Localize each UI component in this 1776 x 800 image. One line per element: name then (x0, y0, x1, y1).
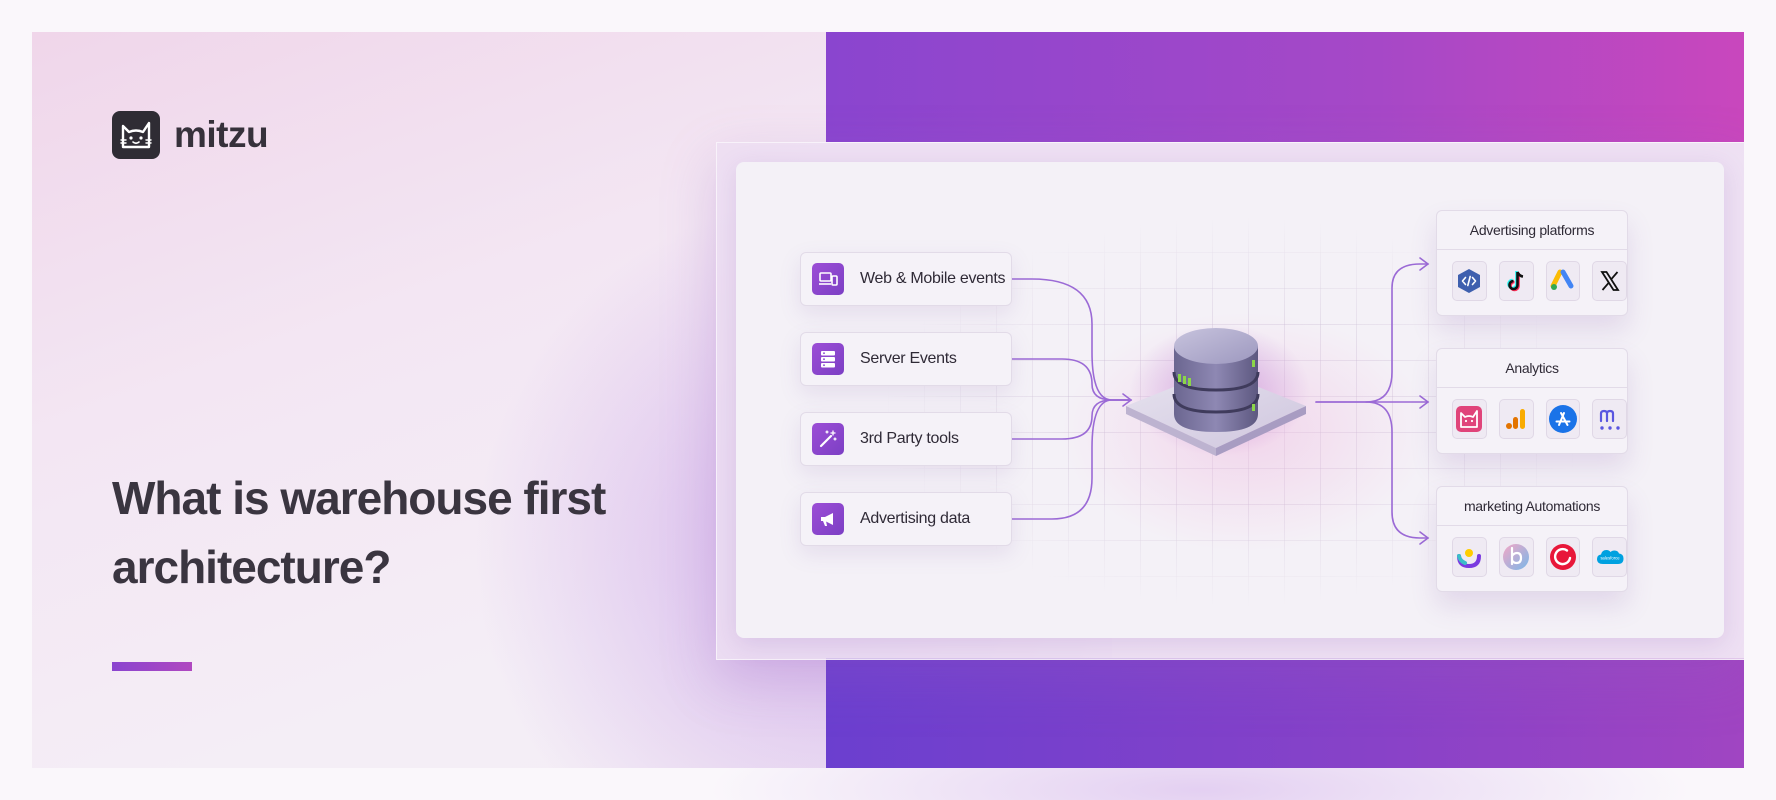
dest-title: Advertising platforms (1437, 211, 1627, 250)
svg-text:salesforce: salesforce (1600, 556, 1620, 561)
connector-lines (1011, 257, 1430, 545)
dest-title: Analytics (1437, 349, 1627, 388)
server-icon (812, 343, 844, 375)
brand-name: mitzu (174, 114, 269, 155)
source-label: Advertising data (860, 510, 970, 527)
google-analytics-icon[interactable] (1498, 399, 1534, 439)
braze-icon[interactable] (1498, 537, 1534, 577)
gradient-band-top (826, 32, 1744, 142)
customerio-icon[interactable] (1452, 537, 1487, 577)
dest-title: marketing Automations (1437, 487, 1627, 526)
source-web-mobile[interactable]: Web & Mobile events (800, 252, 1012, 306)
code-hex-icon[interactable] (1452, 261, 1487, 301)
connector-ads (1011, 399, 1132, 520)
connector-out-low (1365, 401, 1429, 539)
magic-wand-icon (812, 423, 844, 455)
architecture-diagram: Web & Mobile events Server Events 3rd Pa… (736, 162, 1724, 638)
page-title: What is warehouse first architecture? (112, 472, 606, 593)
connector-arrow-in (1122, 393, 1133, 407)
appstore-icon[interactable] (1545, 399, 1581, 439)
connector-web (1011, 278, 1132, 401)
dest-analytics[interactable]: Analytics (1436, 348, 1628, 454)
connector-out (1315, 263, 1429, 403)
google-ads-icon[interactable] (1545, 261, 1581, 301)
source-label: Web & Mobile events (860, 270, 1006, 287)
cat-face-icon (112, 111, 160, 159)
dest-advertising-platforms[interactable]: Advertising platforms (1436, 210, 1628, 316)
database-icon (1126, 324, 1310, 456)
ring-icon[interactable] (1545, 537, 1581, 577)
connector-3rdparty (1011, 399, 1132, 440)
tiktok-icon[interactable] (1498, 261, 1534, 301)
mitzu-icon[interactable] (1452, 399, 1487, 439)
source-3rd-party[interactable]: 3rd Party tools (800, 412, 1012, 466)
mixpanel-icon[interactable] (1592, 399, 1627, 439)
salesforce-icon[interactable]: salesforce (1592, 537, 1627, 577)
dest-marketing-automations[interactable]: marketing Automations salesforce (1436, 486, 1628, 592)
devices-icon (812, 263, 844, 295)
brand-logo: mitzu (112, 111, 269, 159)
source-label: 3rd Party tools (860, 430, 959, 447)
x-icon[interactable] (1592, 261, 1627, 301)
connector-server (1011, 358, 1132, 401)
megaphone-icon (812, 503, 844, 535)
gradient-band-bottom (826, 658, 1744, 768)
source-server-events[interactable]: Server Events (800, 332, 1012, 386)
source-advertising[interactable]: Advertising data (800, 492, 1012, 546)
source-label: Server Events (860, 350, 957, 367)
banner-card: mitzu What is warehouse first architectu… (32, 32, 1744, 768)
accent-bar (112, 662, 192, 671)
